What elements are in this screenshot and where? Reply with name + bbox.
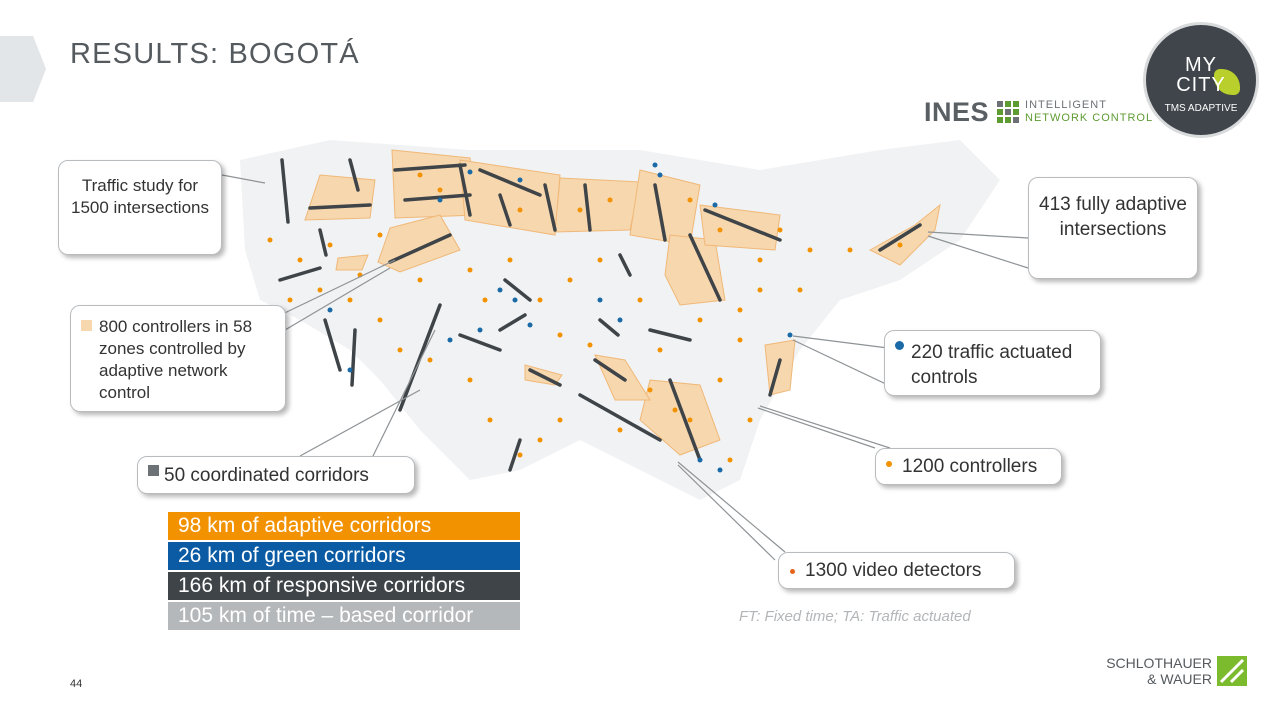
mycity-line3: TMS ADAPTIVE: [1164, 103, 1238, 114]
orange-controller-dots: [267, 172, 903, 463]
ines-logo-line1: INTELLIGENT: [1025, 99, 1107, 111]
zone-square-icon: [81, 320, 92, 331]
company-logo-text: SCHLOTHAUER & WAUER: [1100, 655, 1212, 687]
ines-logo-line2: NETWORK CONTROL: [1025, 112, 1154, 124]
legend-time-based: 105 km of time – based corridor: [168, 602, 520, 630]
callout-controllers: 1200 controllers: [875, 448, 1062, 485]
company-line2: & WAUER: [1147, 671, 1212, 687]
blue-dot-icon: [895, 341, 904, 350]
callout-coordinated-text: 50 coordinated corridors: [164, 465, 369, 486]
callout-traffic-actuated-text: 220 traffic actuated controls: [911, 342, 1073, 388]
page-title: RESULTS: BOGOTÁ: [70, 38, 360, 70]
callout-video-detectors-text: 1300 video detectors: [805, 560, 982, 581]
callout-leader-lines: [221, 174, 1029, 561]
corridor-square-icon: [148, 465, 159, 476]
callout-traffic-study-text: Traffic study for 1500 intersections: [71, 176, 209, 217]
callout-traffic-actuated: 220 traffic actuated controls: [884, 330, 1101, 396]
mycity-logo: MY CITY TMS ADAPTIVE: [1143, 22, 1259, 138]
company-logo-icon: [1217, 656, 1247, 686]
company-line1: SCHLOTHAUER: [1106, 655, 1212, 671]
blue-actuated-dots: [327, 162, 793, 473]
callout-fully-adaptive: 413 fully adaptive intersections: [1028, 177, 1198, 279]
callout-video-detectors: 1300 video detectors: [778, 552, 1015, 589]
callout-fully-adaptive-text: 413 fully adaptive intersections: [1039, 194, 1187, 240]
callout-controllers-zones-text: 800 controllers in 58 zones controlled b…: [99, 317, 253, 402]
legend-green: 26 km of green corridors: [168, 542, 520, 570]
callout-controllers-text: 1200 controllers: [902, 456, 1038, 477]
legend-responsive: 166 km of responsive corridors: [168, 572, 520, 600]
ines-logo-word: INES: [924, 96, 990, 127]
orange-dot-icon: [886, 461, 892, 467]
ines-logo: INES INTELLIGENT NETWORK CONTROL: [924, 96, 1153, 128]
callout-traffic-study: Traffic study for 1500 intersections: [58, 160, 222, 255]
mycity-line1: MY: [1185, 54, 1217, 76]
footnote: FT: Fixed time; TA: Traffic actuated: [739, 608, 971, 625]
callout-coordinated: 50 coordinated corridors: [137, 456, 415, 494]
legend-adaptive: 98 km of adaptive corridors: [168, 512, 520, 540]
page-number: 44: [70, 678, 83, 690]
mycity-line2: CITY: [1176, 74, 1226, 96]
ines-grid-icon: [997, 101, 1020, 123]
video-dot-icon: [790, 569, 795, 574]
callout-controllers-zones: 800 controllers in 58 zones controlled b…: [70, 305, 286, 412]
coordinated-corridors: [278, 158, 922, 472]
